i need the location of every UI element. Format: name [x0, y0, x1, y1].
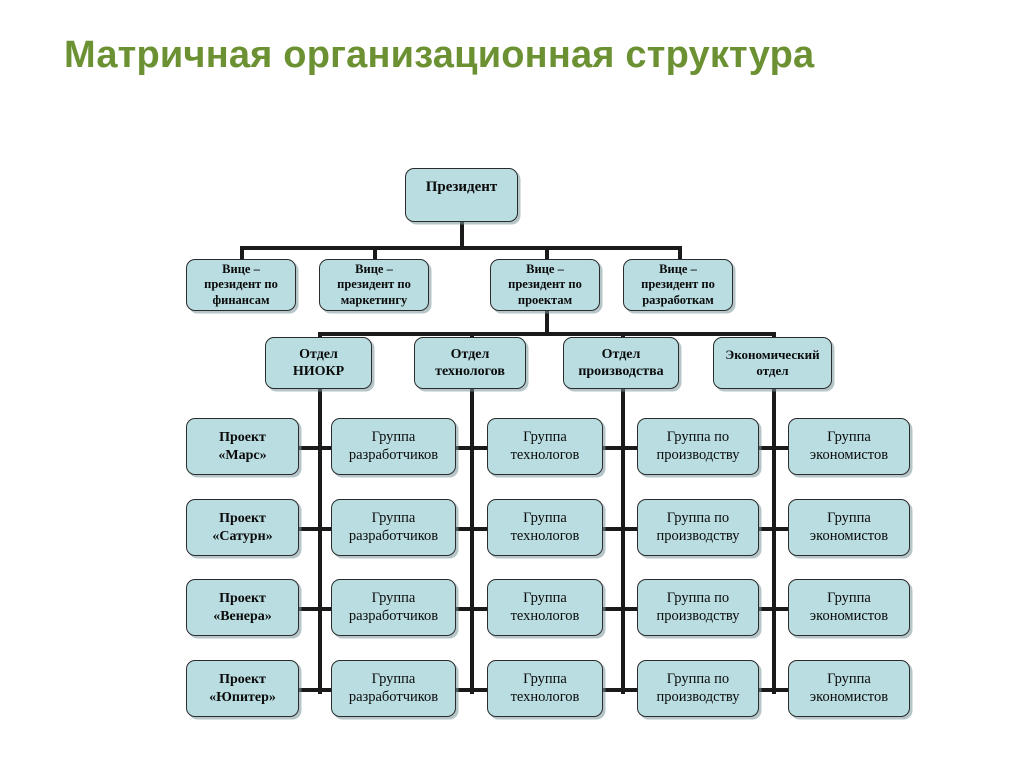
node-group-technologists-saturn-label: Группа технологов [510, 509, 580, 544]
node-project-saturn-label: Проект «Сатурн» [212, 511, 273, 544]
node-vp-marketing-label: Вице – президент по маркетингу [337, 262, 411, 307]
node-project-mars-label: Проект «Марс» [218, 430, 267, 463]
connector-projects-down [545, 310, 549, 334]
node-project-jupiter-label: Проект «Юпитер» [209, 672, 276, 705]
node-group-production-saturn-label: Группа по производству [656, 509, 740, 544]
node-group-developers-saturn-label: Группа разработчиков [348, 509, 439, 544]
node-group-developers-mars-label: Группа разработчиков [348, 428, 439, 463]
node-vp-projects[interactable]: Вице – президент по проектам [490, 259, 600, 311]
node-group-production-mars-label: Группа по производству [656, 428, 740, 463]
node-group-developers-venus-label: Группа разработчиков [348, 589, 439, 624]
node-group-production-jupiter[interactable]: Группа по производству [637, 660, 759, 717]
node-president[interactable]: Президент [405, 168, 518, 222]
connector-president-down [460, 222, 464, 248]
node-department-economics-label: Экономический отдел [725, 347, 820, 378]
node-project-mars[interactable]: Проект «Марс» [186, 418, 299, 475]
node-group-economists-venus[interactable]: Группа экономистов [788, 579, 910, 636]
node-vp-projects-label: Вице – президент по проектам [508, 262, 582, 307]
node-department-production-label: Отдел производства [578, 346, 664, 379]
connector-vp-marketing-up [373, 246, 377, 260]
node-group-developers-venus[interactable]: Группа разработчиков [331, 579, 456, 636]
spine-niokr [318, 388, 322, 694]
node-department-technologists[interactable]: Отдел технологов [414, 337, 526, 389]
node-group-technologists-mars-label: Группа технологов [510, 428, 580, 463]
node-department-production[interactable]: Отдел производства [563, 337, 679, 389]
node-group-production-jupiter-label: Группа по производству [656, 670, 740, 705]
node-project-saturn[interactable]: Проект «Сатурн» [186, 499, 299, 556]
node-vp-finance-label: Вице – президент по финансам [204, 262, 278, 307]
connector-department-bus [318, 332, 776, 336]
node-group-economists-mars-label: Группа экономистов [809, 428, 889, 463]
node-group-technologists-jupiter[interactable]: Группа технологов [487, 660, 603, 717]
node-department-niokr-label: Отдел НИОКР [292, 346, 345, 379]
node-group-economists-venus-label: Группа экономистов [809, 589, 889, 624]
node-department-niokr[interactable]: Отдел НИОКР [265, 337, 372, 389]
connector-vp-development-up [678, 246, 682, 260]
node-group-developers-saturn[interactable]: Группа разработчиков [331, 499, 456, 556]
connector-vp-projects-up [545, 246, 549, 260]
node-group-technologists-mars[interactable]: Группа технологов [487, 418, 603, 475]
node-group-technologists-venus[interactable]: Группа технологов [487, 579, 603, 636]
page-title: Матричная организационная структура [64, 34, 815, 76]
node-group-economists-jupiter[interactable]: Группа экономистов [788, 660, 910, 717]
node-group-economists-saturn-label: Группа экономистов [809, 509, 889, 544]
node-group-economists-jupiter-label: Группа экономистов [809, 670, 889, 705]
node-project-jupiter[interactable]: Проект «Юпитер» [186, 660, 299, 717]
spine-technologists [470, 388, 474, 694]
connector-vp-bus [240, 246, 682, 250]
node-group-developers-jupiter[interactable]: Группа разработчиков [331, 660, 456, 717]
node-president-label: Президент [425, 179, 498, 195]
node-department-technologists-label: Отдел технологов [435, 346, 505, 379]
node-group-developers-jupiter-label: Группа разработчиков [348, 670, 439, 705]
node-group-technologists-jupiter-label: Группа технологов [510, 670, 580, 705]
node-group-production-venus-label: Группа по производству [656, 589, 740, 624]
node-group-economists-mars[interactable]: Группа экономистов [788, 418, 910, 475]
spine-production [621, 388, 625, 694]
node-project-venus[interactable]: Проект «Венера» [186, 579, 299, 636]
node-vp-development[interactable]: Вице – президент по разработкам [623, 259, 733, 311]
node-group-production-venus[interactable]: Группа по производству [637, 579, 759, 636]
node-group-economists-saturn[interactable]: Группа экономистов [788, 499, 910, 556]
node-group-technologists-venus-label: Группа технологов [510, 589, 580, 624]
node-group-technologists-saturn[interactable]: Группа технологов [487, 499, 603, 556]
node-project-venus-label: Проект «Венера» [213, 591, 272, 624]
node-vp-finance[interactable]: Вице – президент по финансам [186, 259, 296, 311]
node-department-economics[interactable]: Экономический отдел [713, 337, 832, 389]
node-vp-development-label: Вице – президент по разработкам [641, 262, 715, 307]
node-group-production-mars[interactable]: Группа по производству [637, 418, 759, 475]
connector-vp-finance-up [240, 246, 244, 260]
node-group-production-saturn[interactable]: Группа по производству [637, 499, 759, 556]
spine-economics [772, 388, 776, 694]
node-vp-marketing[interactable]: Вице – президент по маркетингу [319, 259, 429, 311]
node-group-developers-mars[interactable]: Группа разработчиков [331, 418, 456, 475]
